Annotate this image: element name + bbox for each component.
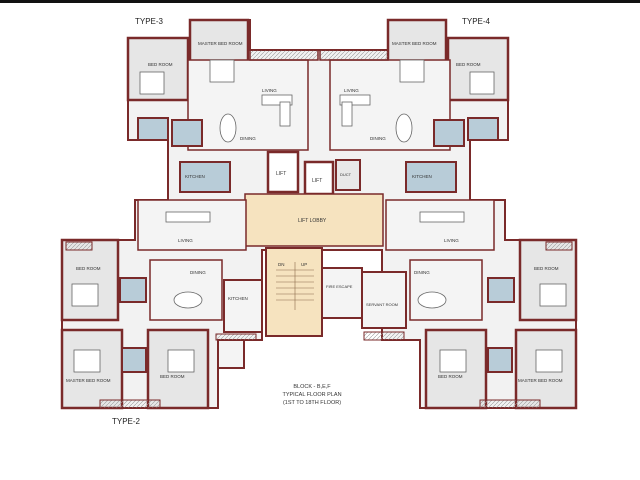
top-border-line [0,0,640,3]
lift-lobby [244,193,384,247]
plan-caption: BLOCK - B,E,F TYPICAL FLOOR PLAN (1ST TO… [282,384,341,406]
room-label-bedroom-tl: BED ROOM [148,62,173,67]
caption-line-1: BLOCK - B,E,F [293,384,331,390]
servant-room-br [361,271,407,329]
unit-type-2: BED ROOM MASTER BED ROOM BED ROOM LIVING… [60,199,263,410]
room-label-living-tl: LIVING [262,88,277,93]
fire-escape-lobby [321,267,363,319]
stair-down-label: DN [278,262,285,267]
room-label-bedroom-tr: BED ROOM [456,62,481,67]
toilet-tl-1 [137,117,169,141]
kitchen-tl [179,161,231,193]
room-label-bedroom-br-1: BED ROOM [534,266,559,271]
dining-table-tl [219,113,237,143]
living-bl [137,199,247,251]
lift-label-2: LIFT [312,178,322,184]
lift-label-1: LIFT [276,171,286,177]
dining-bl [149,259,223,321]
room-label-master-bl: MASTER BED ROOM [66,378,111,383]
toilet-br-2 [487,347,513,373]
toilet-bl-2 [121,347,147,373]
caption-line-3: (1ST TO 18TH FLOOR) [283,400,341,406]
fire-escape-label: FIRE ESCAPE [326,284,353,289]
balcony-tl [249,49,319,61]
balcony-strips [99,331,541,409]
room-label-master-tl: MASTER BED ROOM [198,41,243,46]
room-label-living-bl: LIVING [178,238,193,243]
duct-label: DUCT [340,172,352,177]
bedroom-bl-1 [60,238,120,322]
balcony-br [545,241,573,251]
staircase [265,247,323,337]
balcony-tr [319,49,389,61]
room-label-kitchen-bl: KITCHEN [228,296,248,301]
room-label-living-tr: LIVING [344,88,359,93]
caption-line-2: TYPICAL FLOOR PLAN [282,392,341,398]
lift-lobby-label: LIFT LOBBY [298,218,327,224]
dining-br [409,259,483,321]
room-label-master-br: MASTER BED ROOM [518,378,563,383]
toilet-tr-1 [467,117,499,141]
room-label-bedroom-bl-2: BED ROOM [160,374,185,379]
toilet-tl-2 [171,119,203,147]
room-label-kitchen-tr: KITCHEN [412,174,432,179]
dining-table-tr [395,113,413,143]
stair-up-label: UP [301,262,307,267]
unit-type-3: BED ROOM MASTER BED ROOM LIVING DINING K… [126,18,319,193]
lift-shaft-1 [266,150,300,194]
toilet-tr-2 [433,119,465,147]
room-label-master-tr: MASTER BED ROOM [392,41,437,46]
room-label-kitchen-tl: KITCHEN [185,174,205,179]
kitchen-bl [223,279,263,333]
room-label-bedroom-br-2: BED ROOM [438,374,463,379]
duct [335,159,361,191]
utility-bl [217,339,245,369]
stair-treads [276,262,314,310]
room-label-living-br: LIVING [444,238,459,243]
dining-table-bl [173,291,203,309]
unit-bottom-right: BED ROOM MASTER BED ROOM BED ROOM LIVING… [361,199,578,410]
kitchen-tr [405,161,457,193]
dining-table-br [417,291,447,309]
room-label-bedroom-bl-1: BED ROOM [76,266,101,271]
toilet-bl-1 [119,277,147,303]
type-label-top-left: TYPE-3 [135,17,164,26]
room-label-dining-br: DINING [414,270,430,275]
type-label-top-right: TYPE-4 [462,17,491,26]
room-label-dining-tl: DINING [240,136,256,141]
room-label-dining-bl: DINING [190,270,206,275]
balcony-bl [65,241,93,251]
unit-type-4: MASTER BED ROOM BED ROOM LIVING DINING K… [319,18,510,193]
living-br [385,199,495,251]
central-core: LIFT LIFT DUCT LIFT LOBBY UP DN FIRE ESC… [244,150,384,337]
room-label-dining-tr: DINING [370,136,386,141]
type-label-bottom-left: TYPE-2 [112,417,141,426]
room-label-servant-br: SERVANT ROOM [366,302,398,307]
toilet-br-1 [487,277,515,303]
bedroom-br-1 [518,238,578,322]
